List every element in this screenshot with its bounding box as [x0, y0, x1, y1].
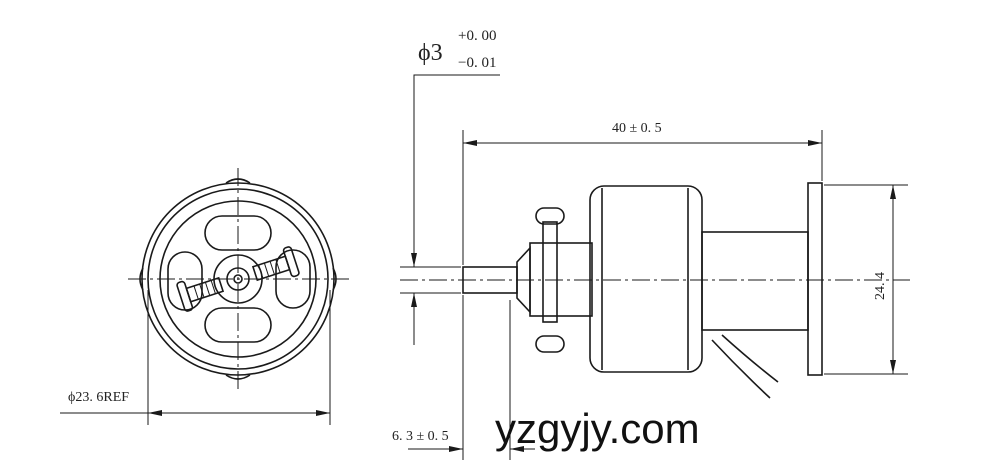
front-view: ϕ23. 6REF — [60, 168, 350, 425]
length-label: 40 ± 0. 5 — [612, 121, 662, 136]
height-label: 24. 4 — [873, 272, 888, 300]
shaft-tol-lower: −0. 01 — [458, 55, 496, 71]
outer-diameter-label: ϕ23. 6REF — [68, 390, 129, 405]
shaft-length-label: 6. 3 ± 0. 5 — [392, 429, 449, 444]
shaft-tol-upper: +0. 00 — [458, 28, 496, 44]
watermark: yzgyjy.com — [495, 405, 700, 452]
side-view: 40 ± 0. 5 24. 4 ϕ3 +0. 00 −0. 01 6. 3 ± … — [392, 28, 910, 460]
shaft-diameter-label: ϕ3 — [418, 40, 443, 66]
